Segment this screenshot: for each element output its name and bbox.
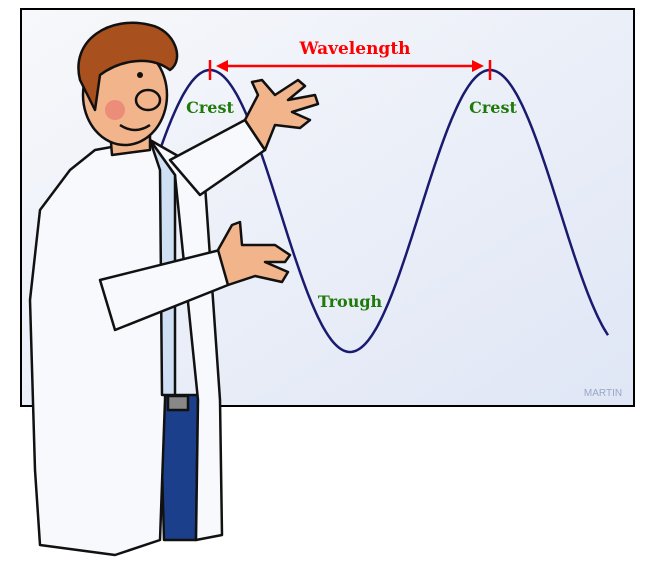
- cheek: [105, 100, 125, 120]
- belt-buckle: [166, 394, 190, 412]
- pants: [158, 393, 200, 542]
- wavelength-label: Wavelength: [298, 39, 410, 59]
- scientist-illustration: [28, 21, 320, 557]
- nose: [134, 88, 162, 112]
- crest-label-left: Crest: [186, 98, 234, 117]
- mouth: [119, 123, 151, 132]
- raised-hand: [243, 78, 320, 152]
- lower-hand: [216, 220, 292, 287]
- hair: [77, 21, 179, 112]
- lab-coat: [28, 138, 172, 557]
- crest-label-right: Crest: [469, 98, 517, 117]
- eye: [137, 72, 143, 78]
- artist-signature: MARTIN: [584, 388, 622, 399]
- wavelength-marker: [208, 60, 492, 80]
- arrow-head-left: [216, 60, 228, 72]
- trough-label: Trough: [318, 292, 383, 311]
- arrow-head-right: [472, 60, 484, 72]
- wave-curve: [148, 68, 610, 354]
